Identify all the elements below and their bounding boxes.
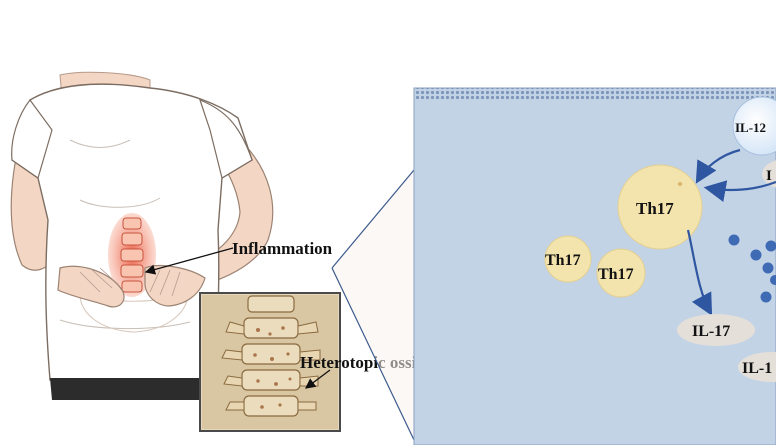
cytokine-partial-right bbox=[738, 352, 776, 382]
arrow-th17-to-il17 bbox=[686, 229, 713, 316]
cytokine-partial-top-label: I bbox=[766, 168, 772, 184]
cell-panel: IL-12 I Th17 Th17 Th17 IL-17 IL-1 bbox=[413, 87, 776, 445]
arrow-il12-to-th17 bbox=[695, 148, 741, 184]
th17-large-label: Th17 bbox=[636, 199, 674, 218]
cytokine-partial-right-label: IL-1 bbox=[742, 360, 772, 377]
cytokine-partial-top bbox=[762, 160, 776, 188]
il17-oval bbox=[677, 314, 755, 346]
th17-small-a-label: Th17 bbox=[545, 252, 581, 269]
th17-small-b-label: Th17 bbox=[598, 266, 634, 283]
th17-cell-small-b bbox=[596, 248, 646, 298]
spine-inset bbox=[199, 292, 341, 432]
inflammation-pointer bbox=[144, 247, 234, 275]
zoom-connector bbox=[331, 169, 415, 441]
th17-cell-large bbox=[617, 164, 703, 250]
ossification-pointer bbox=[304, 369, 331, 389]
il12-label: IL-12 bbox=[735, 120, 766, 135]
inflammation-label: Inflammation bbox=[232, 239, 333, 258]
arrow-partial-to-th17 bbox=[703, 180, 776, 202]
il12-bubble bbox=[732, 96, 776, 156]
cell-membrane bbox=[414, 88, 776, 100]
person-illustration bbox=[10, 71, 274, 400]
il17-label: IL-17 bbox=[692, 323, 730, 340]
th17-cell-small-a bbox=[544, 235, 592, 283]
secreted-particles bbox=[728, 234, 776, 303]
